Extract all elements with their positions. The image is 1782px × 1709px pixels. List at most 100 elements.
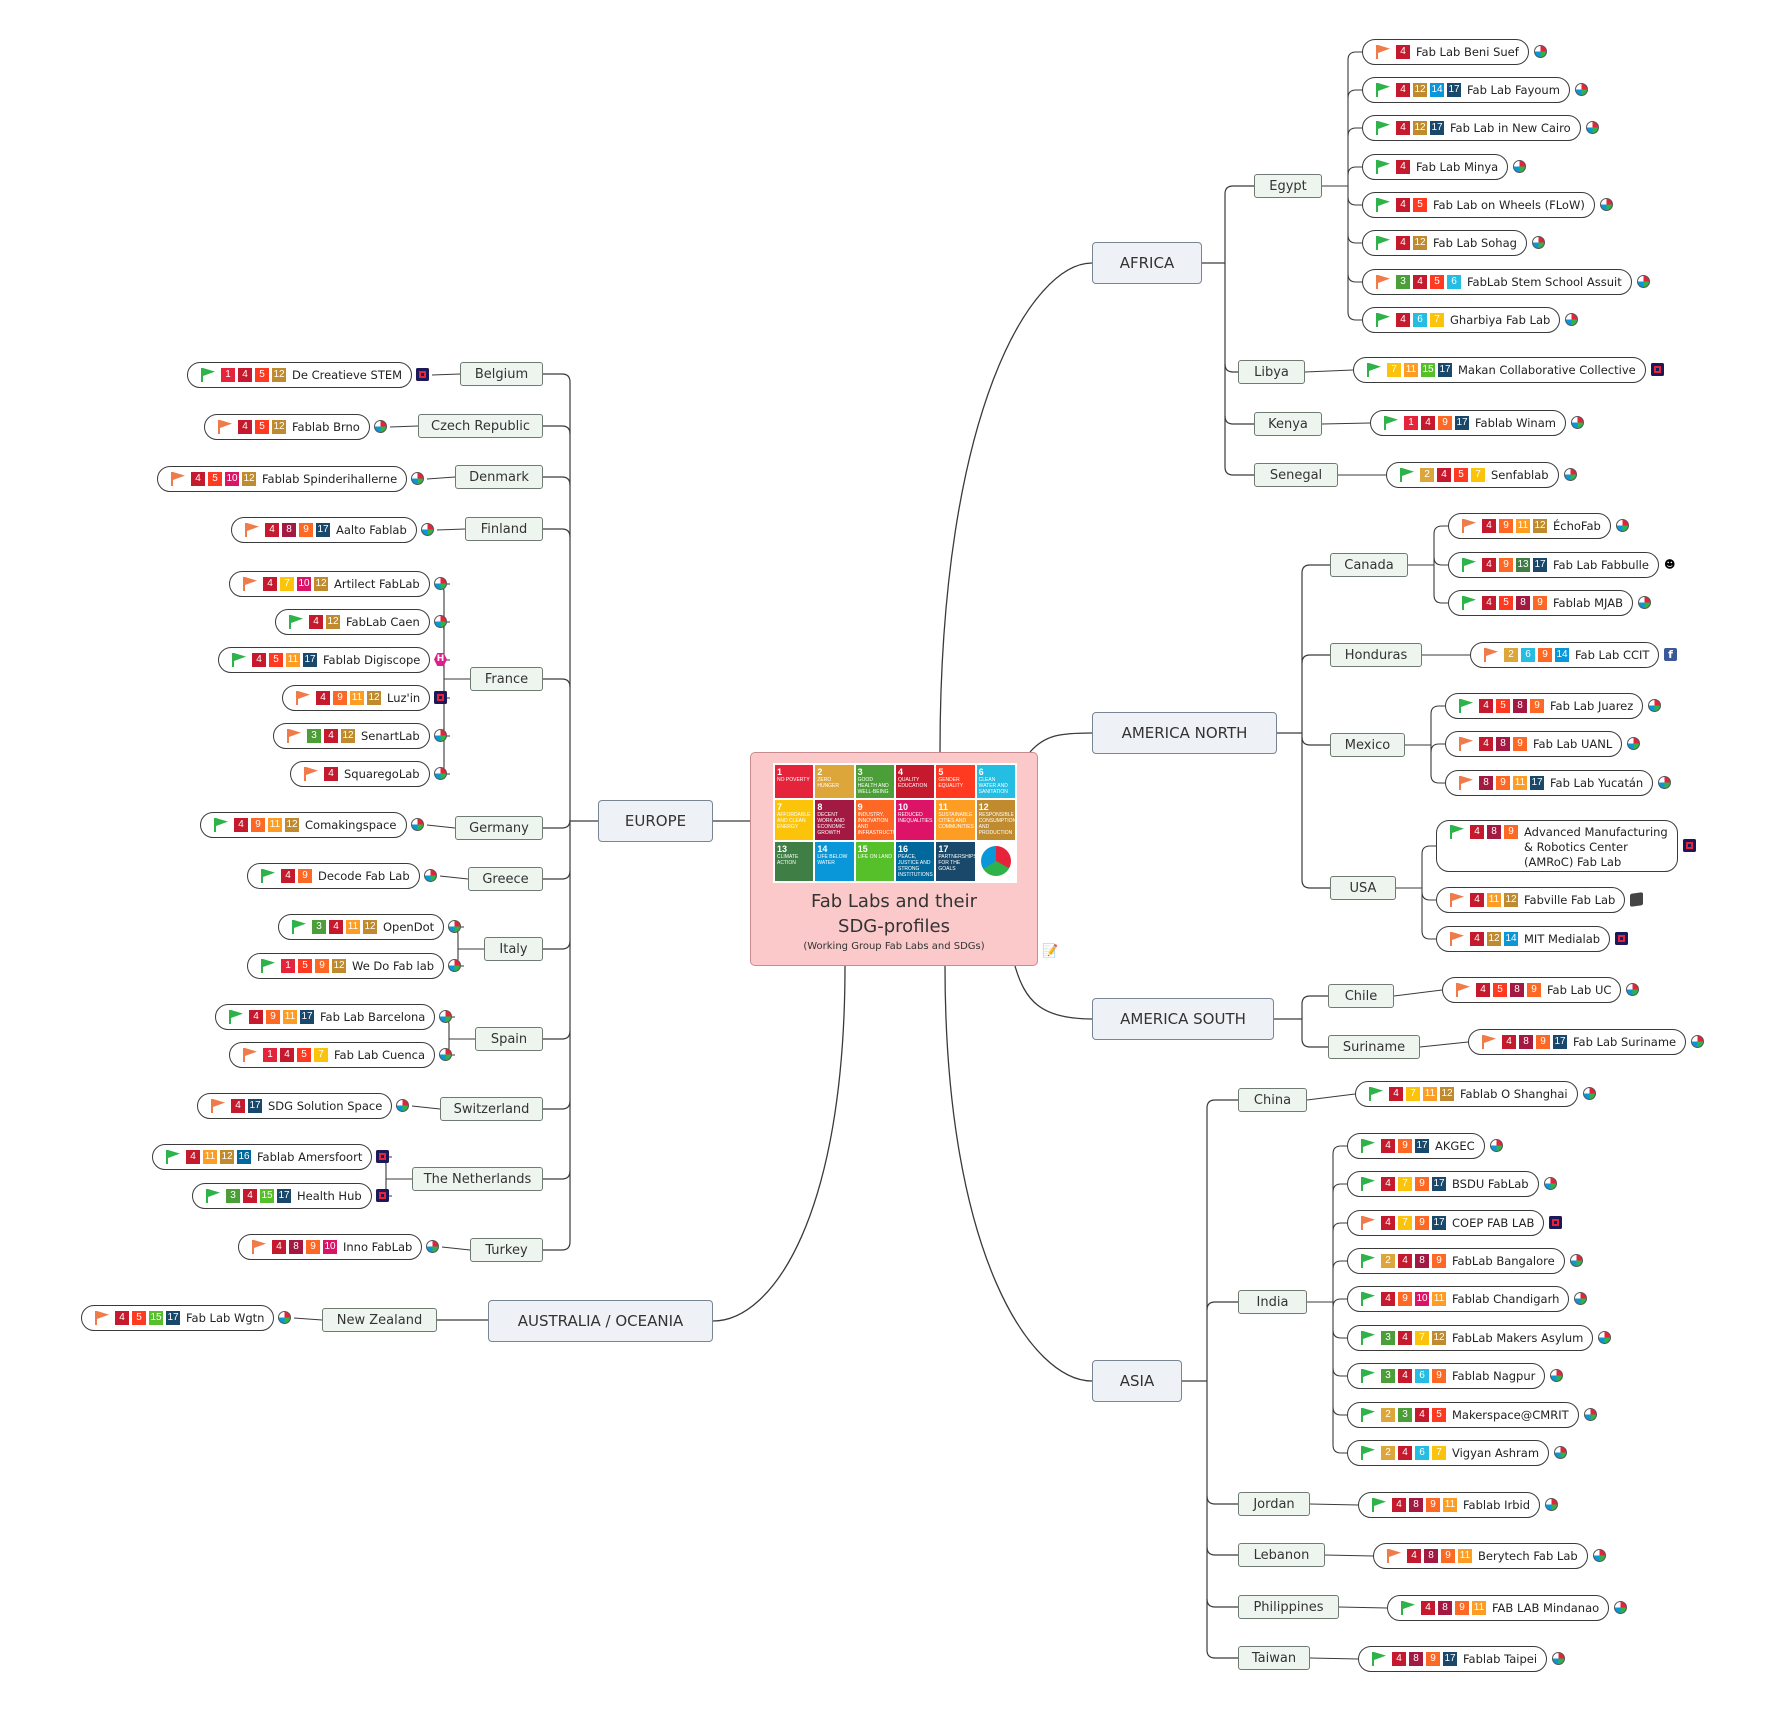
country-spain[interactable]: Spain [475, 1027, 543, 1051]
globe-icon[interactable] [1513, 160, 1526, 173]
globe-icon[interactable] [1614, 1601, 1627, 1614]
document-icon[interactable] [434, 691, 447, 704]
note-icon[interactable]: 📝 [1042, 944, 1059, 959]
country-senegal[interactable]: Senegal [1254, 463, 1338, 487]
globe-icon[interactable] [1691, 1035, 1704, 1048]
country-italy[interactable]: Italy [484, 937, 543, 961]
globe-icon[interactable] [1638, 596, 1651, 609]
country-libya[interactable]: Libya [1238, 360, 1305, 384]
globe-icon[interactable] [439, 1010, 452, 1023]
country-suriname[interactable]: Suriname [1328, 1035, 1420, 1059]
globe-icon[interactable] [1565, 313, 1578, 326]
document-icon[interactable] [1683, 839, 1696, 852]
globe-icon[interactable] [1570, 1254, 1583, 1267]
globe-icon[interactable] [1583, 1087, 1596, 1100]
document-icon[interactable] [1549, 1216, 1562, 1229]
country-finland[interactable]: Finland [465, 517, 543, 541]
country-taiwan[interactable]: Taiwan [1238, 1646, 1310, 1670]
document-icon[interactable] [416, 368, 429, 381]
globe-icon[interactable] [1571, 416, 1584, 429]
region-europe[interactable]: EUROPE [598, 800, 713, 842]
globe-icon[interactable] [1574, 1292, 1587, 1305]
country-usa[interactable]: USA [1330, 876, 1396, 900]
globe-icon[interactable] [434, 767, 447, 780]
country-the-netherlands[interactable]: The Netherlands [412, 1167, 543, 1191]
country-canada[interactable]: Canada [1330, 553, 1408, 577]
people-icon[interactable]: ☻ [1664, 558, 1676, 571]
country-egypt[interactable]: Egypt [1254, 174, 1322, 198]
country-belgium[interactable]: Belgium [460, 362, 543, 386]
facebook-icon[interactable]: f [1664, 648, 1677, 661]
region-america-north[interactable]: AMERICA NORTH [1092, 712, 1277, 754]
globe-icon[interactable] [1598, 1331, 1611, 1344]
region-africa[interactable]: AFRICA [1092, 242, 1202, 284]
globe-icon[interactable] [374, 420, 387, 433]
country-honduras[interactable]: Honduras [1330, 643, 1422, 667]
globe-icon[interactable] [1552, 1652, 1565, 1665]
globe-icon[interactable] [1490, 1139, 1503, 1152]
country-mexico[interactable]: Mexico [1330, 733, 1405, 757]
region-america-south[interactable]: AMERICA SOUTH [1092, 998, 1274, 1040]
globe-icon[interactable] [1627, 737, 1640, 750]
country-chile[interactable]: Chile [1328, 984, 1394, 1008]
hexagon-icon[interactable]: H [434, 653, 447, 666]
document-icon[interactable] [1651, 363, 1664, 376]
globe-icon[interactable] [1554, 1446, 1567, 1459]
country-lebanon[interactable]: Lebanon [1238, 1543, 1325, 1567]
country-turkey[interactable]: Turkey [470, 1238, 543, 1262]
globe-icon[interactable] [434, 729, 447, 742]
document-icon[interactable] [376, 1189, 389, 1202]
globe-icon[interactable] [396, 1099, 409, 1112]
country-kenya[interactable]: Kenya [1254, 412, 1322, 436]
globe-icon[interactable] [1532, 236, 1545, 249]
globe-icon[interactable] [1658, 776, 1671, 789]
document-icon[interactable] [376, 1150, 389, 1163]
globe-icon[interactable] [278, 1311, 291, 1324]
globe-icon[interactable] [421, 523, 434, 536]
globe-icon[interactable] [1564, 468, 1577, 481]
